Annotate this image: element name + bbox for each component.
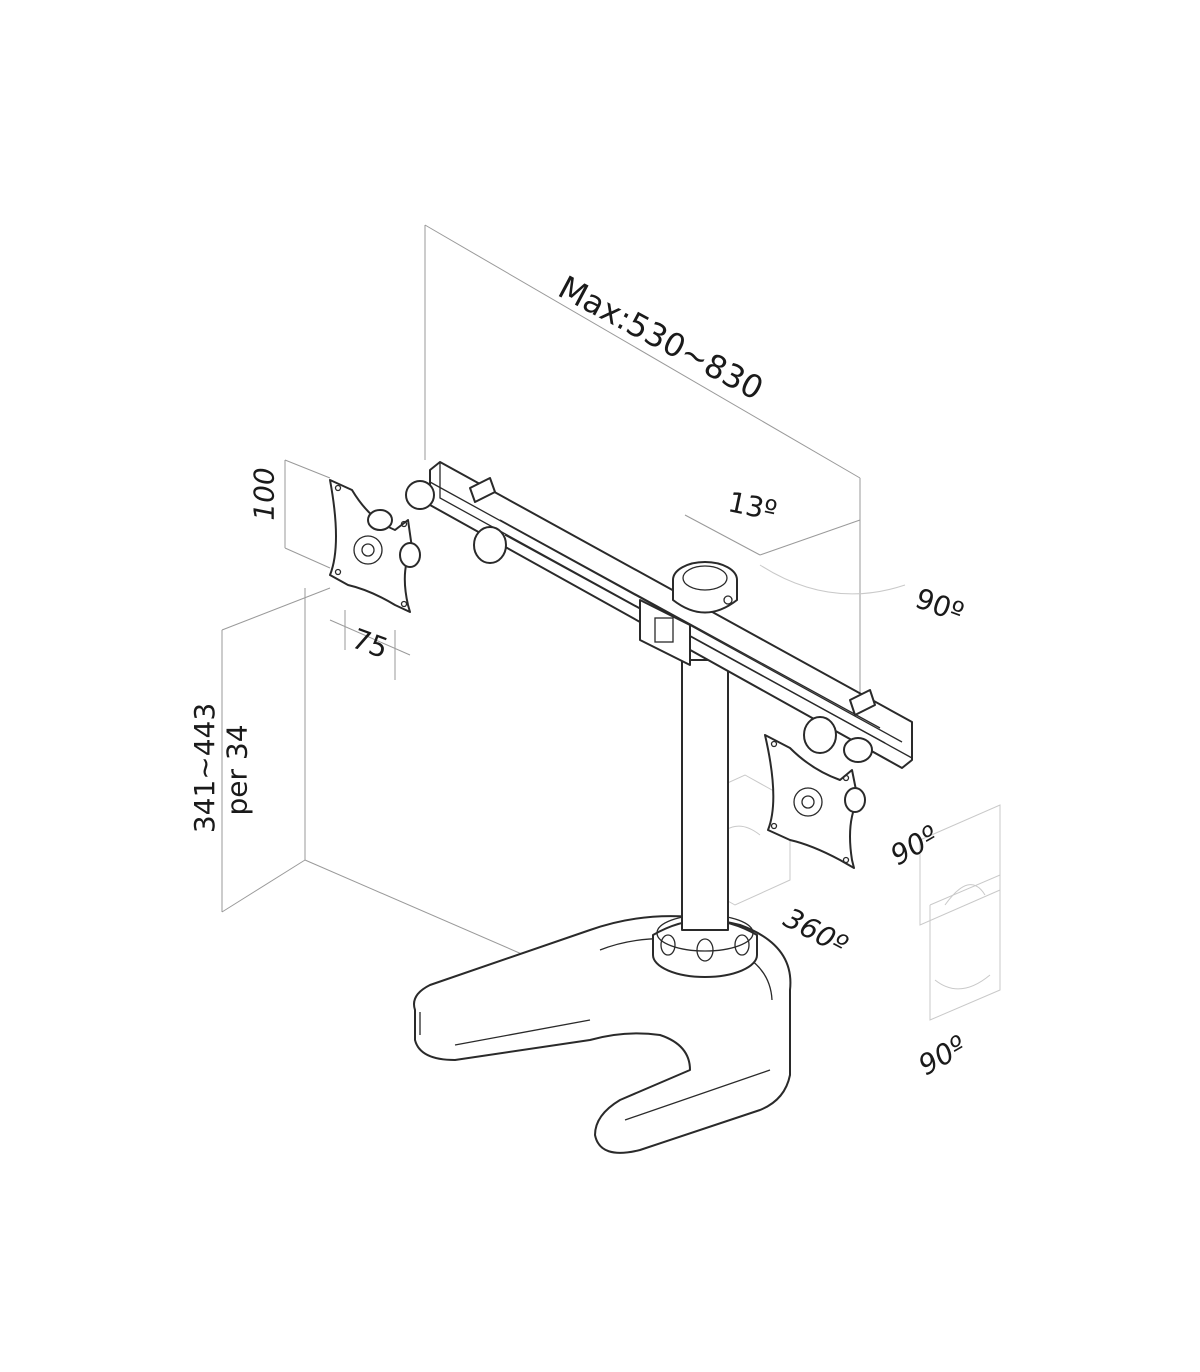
dimension-guides <box>221 224 861 1041</box>
pole-collar <box>652 914 758 978</box>
vesa-plate-left <box>329 479 421 613</box>
adjustment-knobs <box>405 480 873 763</box>
crossbar-rail <box>429 461 913 769</box>
curved-arrow-icon <box>944 884 986 906</box>
height-range-label: 341~443 <box>188 702 222 834</box>
height-step-label: per 34 <box>220 724 254 816</box>
vesa-plate-right <box>764 734 866 869</box>
curved-arrow-icon <box>934 974 991 990</box>
vesa-height-label: 100 <box>247 467 281 521</box>
stand-pole <box>681 659 729 931</box>
pole-top-mount <box>672 561 738 614</box>
rotation-ghost-boxes <box>689 564 1001 1021</box>
curved-arrow-icon <box>759 564 906 595</box>
